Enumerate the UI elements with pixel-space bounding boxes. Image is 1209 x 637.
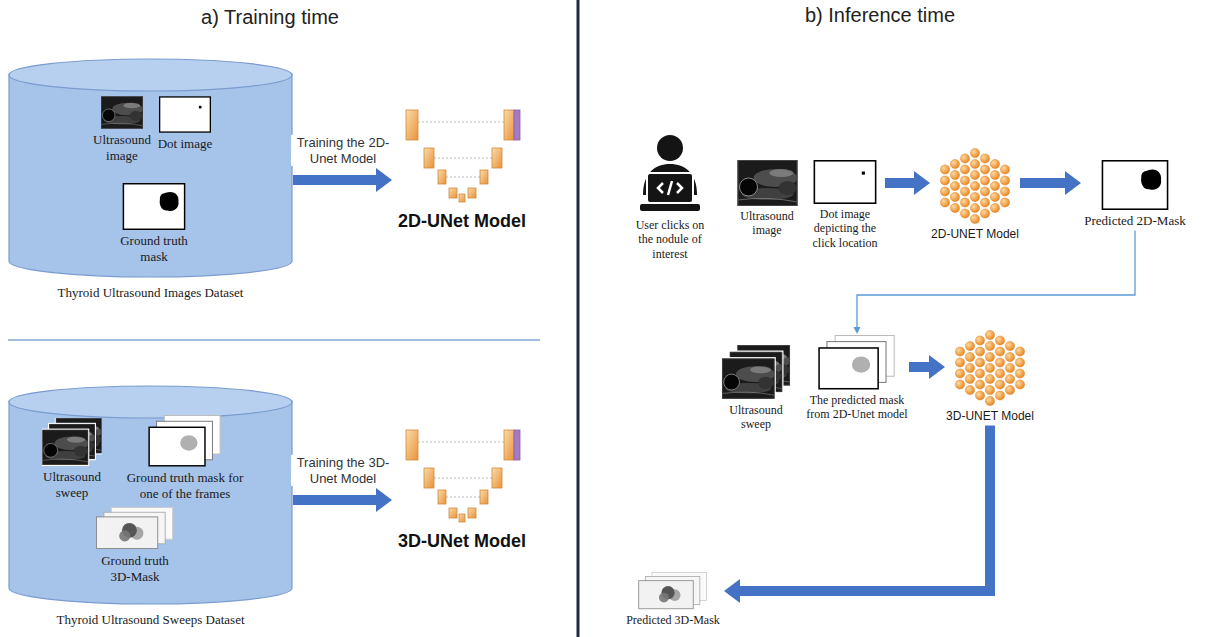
node-caption: Ground truth mask xyxy=(112,233,196,264)
user-picture xyxy=(635,133,705,215)
flow-arrow xyxy=(857,231,1135,328)
maskstack-picture xyxy=(148,415,222,467)
ultrasound-image: Ultrasound image xyxy=(733,160,801,238)
node-caption: Ultrasound sweep xyxy=(715,403,797,432)
node-caption: User clicks on the nodule of interest xyxy=(627,218,713,261)
node-caption: Ground truth 3D-Mask xyxy=(92,553,178,584)
edge-label: Training the 2D-Unet Model xyxy=(291,135,395,166)
node-caption: Predicted 2D-Mask xyxy=(1081,213,1189,229)
dot-picture xyxy=(159,96,211,133)
dot-image: Dot image xyxy=(150,96,220,152)
flow-arrow xyxy=(1020,178,1066,188)
dot-picture xyxy=(812,160,878,204)
unet-picture xyxy=(402,108,522,208)
node-caption: Ultrasound image xyxy=(86,132,158,163)
panel-title: a) Training time xyxy=(201,6,339,29)
user-icon: User clicks on the nodule of interest xyxy=(627,133,713,261)
dataset-cylinder: Thyroid Ultrasound Sweeps Dataset Ultraso… xyxy=(8,385,293,628)
node-caption: 3D-UNET Model xyxy=(945,409,1035,423)
edge-label: Training the 3D-Unet Model xyxy=(291,455,395,486)
mask-stack: The predicted mask from 2D-Unet model xyxy=(805,335,909,422)
ultrasound-sweep: Ultrasound sweep xyxy=(715,345,797,432)
dot-image: Dot image depicting the click location xyxy=(805,160,885,250)
node-caption: 3D-UNet Model xyxy=(392,531,532,553)
horizontal-divider xyxy=(8,340,540,341)
mask-image: Predicted 2D-Mask xyxy=(1081,160,1189,229)
node-caption: 2D-UNet Model xyxy=(392,211,532,233)
unet-model: 3D-UNet Model xyxy=(392,428,532,553)
arrow-head xyxy=(376,488,392,512)
sweep-picture xyxy=(42,418,102,466)
arrow-head xyxy=(929,355,945,379)
dataset-cylinder: Thyroid Ultrasound Images Dataset Ultraso… xyxy=(8,58,293,301)
node-caption: Dot image depicting the click location xyxy=(805,207,885,250)
cube-picture xyxy=(955,330,1025,406)
ultrasound-sweep: Ultrasound sweep xyxy=(36,418,108,500)
cube-picture xyxy=(940,148,1010,224)
arrow-head xyxy=(724,579,740,603)
node-caption: Thyroid Ultrasound Sweeps Dataset xyxy=(8,612,293,628)
unet-model: 2D-UNet Model xyxy=(392,108,532,233)
mask-3d: Predicted 3D-Mask xyxy=(622,572,724,627)
vertical-divider xyxy=(577,0,580,637)
flow-arrow xyxy=(885,178,915,188)
mask3d-picture xyxy=(631,572,715,610)
unet-cube: 2D-UNET Model xyxy=(930,148,1020,241)
panel-title: b) Inference time xyxy=(805,4,955,27)
node-caption: Thyroid Ultrasound Images Dataset xyxy=(8,285,293,301)
node-caption: Ultrasound sweep xyxy=(36,469,108,500)
us-picture xyxy=(101,96,143,129)
mask-picture xyxy=(122,183,186,230)
flow-arrow xyxy=(909,362,930,372)
arrow-head xyxy=(1065,171,1081,195)
arrow-head xyxy=(854,327,861,334)
node-caption: Dot image xyxy=(150,136,220,152)
node-caption: Predicted 3D-Mask xyxy=(622,613,724,627)
sweep-picture xyxy=(716,345,796,400)
maskstack-picture xyxy=(818,335,896,390)
node-caption: The predicted mask from 2D-Unet model xyxy=(805,393,909,422)
mask3d-picture xyxy=(96,507,174,550)
node-caption: Ultrasound image xyxy=(733,209,801,238)
node-caption: 2D-UNET Model xyxy=(930,227,1020,241)
unet-cube: 3D-UNET Model xyxy=(945,330,1035,423)
us-picture xyxy=(736,160,799,206)
mask-stack: Ground truth mask for one of the frames xyxy=(122,415,248,501)
node-caption: Ground truth mask for one of the frames xyxy=(122,470,248,501)
flow-arrow xyxy=(293,175,377,185)
flow-arrow xyxy=(739,425,990,591)
ultrasound-image: Ultrasound image xyxy=(86,96,158,163)
mask-3d: Ground truth 3D-Mask xyxy=(92,507,178,584)
arrow-head xyxy=(376,168,392,192)
unet-picture xyxy=(402,428,522,528)
mask-picture xyxy=(1100,160,1170,210)
flow-arrow xyxy=(293,495,377,505)
mask-image: Ground truth mask xyxy=(112,183,196,264)
arrow-head xyxy=(914,171,930,195)
